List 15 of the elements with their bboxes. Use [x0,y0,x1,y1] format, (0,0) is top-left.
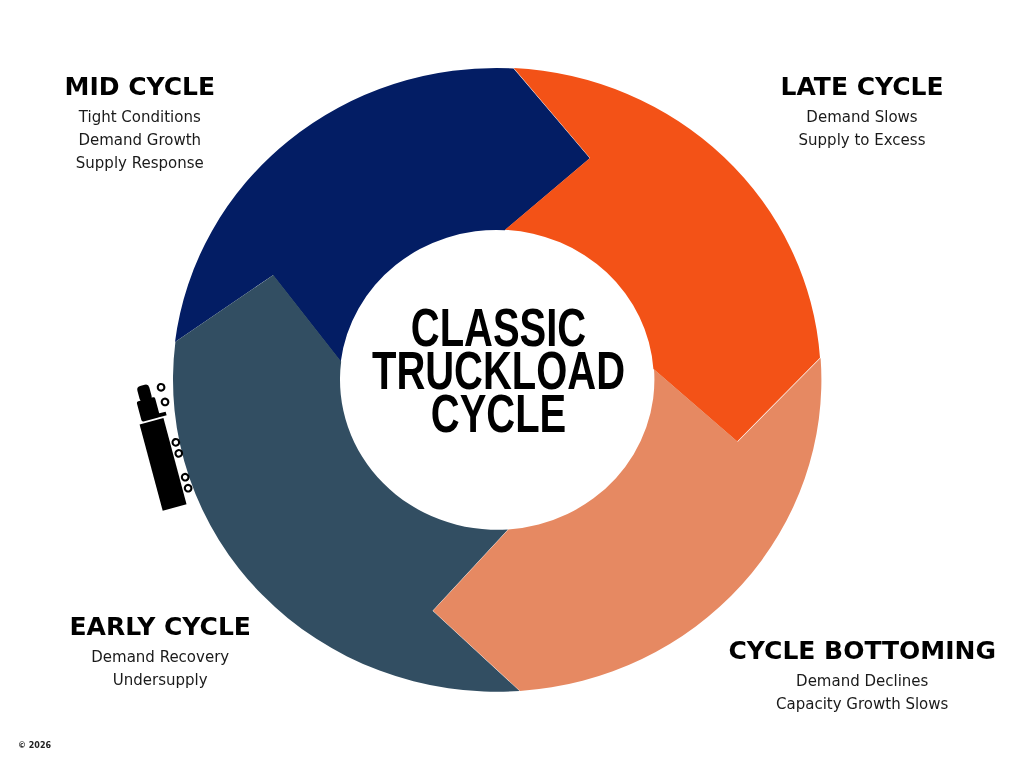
stage-description: Supply to Excess [798,130,926,151]
stage-description: Demand Slows [806,107,918,128]
stage-description: Demand Recovery [91,647,230,668]
stage-heading: MID CYCLE [64,71,216,103]
stage-heading: LATE CYCLE [780,71,944,103]
stage-description: Undersupply [112,670,208,691]
stage-description: Capacity Growth Slows [776,694,949,715]
stage-heading: CYCLE BOTTOMING [728,635,996,667]
stage-heading: EARLY CYCLE [69,611,251,643]
stage-description: Supply Response [75,153,204,174]
stage-description: Demand Declines [796,671,929,692]
copyright-note: © 2026 [18,741,52,751]
stage-description: Demand Growth [78,130,202,151]
stage-description: Tight Conditions [78,107,201,128]
diagram-title: CLASSIC TRUCKLOAD CYCLE [370,306,626,435]
